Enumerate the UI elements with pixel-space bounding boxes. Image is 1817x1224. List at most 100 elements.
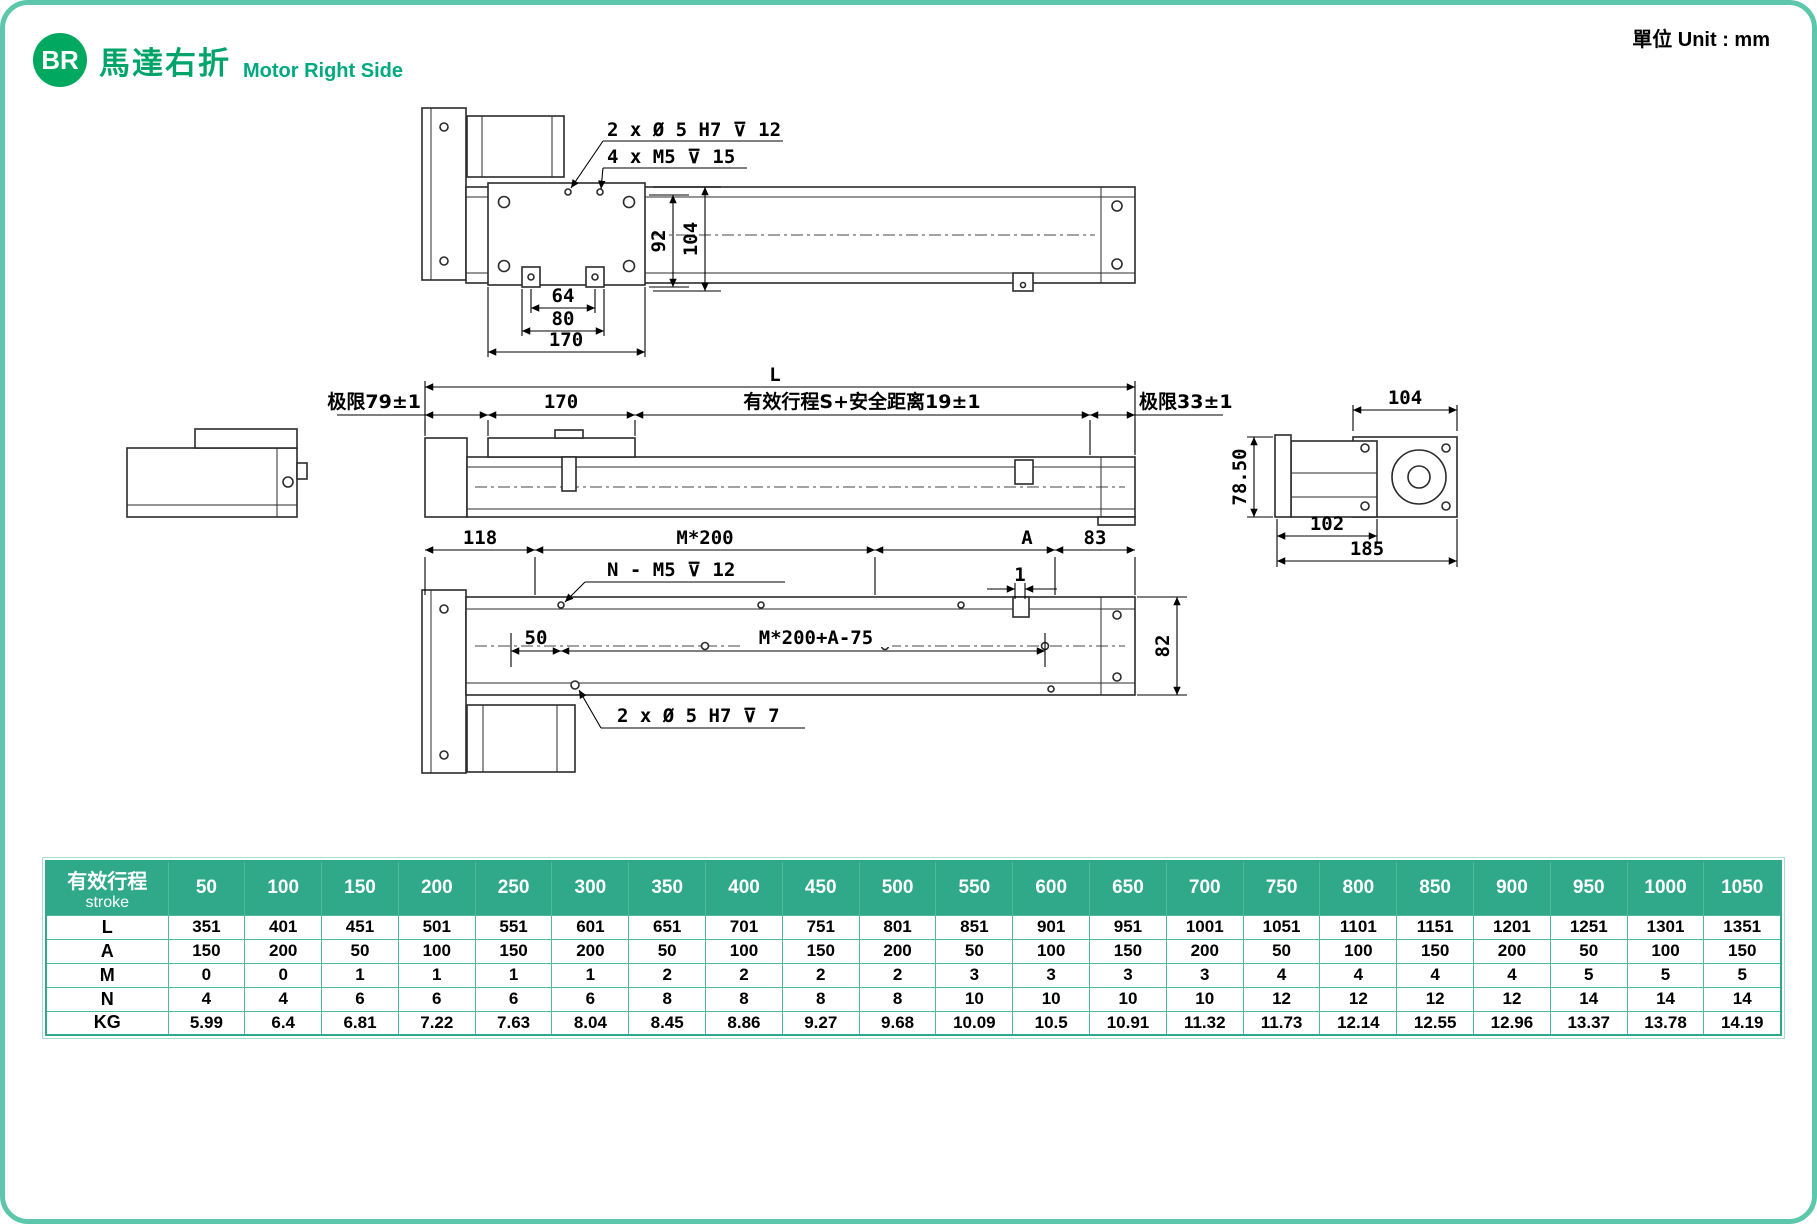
spec-value: 1051 [1242,914,1321,940]
spec-value: 100 [1319,938,1398,964]
spec-value: 1 [321,962,399,988]
spec-value: 5 [1703,962,1782,988]
m5-callout: 4 x M5 ⊽ 15 [607,146,735,168]
stroke-column-header: 1000 [1626,860,1705,916]
spec-value: 351 [167,914,246,940]
spec-value: 10 [1165,986,1244,1012]
spec-value: 12.96 [1473,1010,1551,1036]
spec-value: 8 [781,986,860,1012]
spec-value: 200 [551,938,630,964]
spec-value: 200 [1165,938,1244,964]
spec-value: 150 [474,938,553,964]
stroke-column-header: 300 [551,860,630,916]
spec-value: 200 [244,938,323,964]
spec-value: 50 [1549,938,1628,964]
dim-limit-left: 极限79±1 [327,390,421,413]
dim-82: 82 [1152,635,1174,658]
spec-value: 7.63 [474,1010,553,1036]
page-header: BR 馬達右折 Motor Right Side [33,33,403,87]
spec-value: 6 [551,986,630,1012]
dim-104-end: 104 [1388,387,1422,409]
row-label: A [45,938,169,964]
spec-value: 5 [1549,962,1628,988]
dim-1: 1 [1014,564,1025,586]
spec-value: 1151 [1396,914,1475,940]
spec-value: 12 [1396,986,1475,1012]
spec-value: 5 [1626,962,1705,988]
stroke-column-header: 850 [1396,860,1475,916]
spec-value: 11.73 [1242,1010,1321,1036]
spec-value: 3 [1089,962,1167,988]
dim-limit-right: 极限33±1 [1139,390,1233,413]
dim-A: A [1021,527,1033,549]
spec-value: 2 [628,962,707,988]
stroke-column-header: 150 [321,860,399,916]
spec-value: 12.55 [1396,1010,1475,1036]
spec-value: 401 [244,914,323,940]
spec-value: 8 [705,986,783,1012]
stroke-column-header: 50 [167,860,246,916]
spec-value: 8.86 [705,1010,783,1036]
stroke-column-header: 900 [1473,860,1551,916]
spec-value: 8.45 [628,1010,707,1036]
spec-value: 150 [1703,938,1782,964]
spec-value: 150 [1396,938,1475,964]
spec-value: 3 [935,962,1014,988]
spec-value: 150 [781,938,860,964]
spec-value: 10 [1089,986,1167,1012]
page-title-zh: 馬達右折 [99,45,231,81]
side-view-dimensions: L 极限79±1 170 有效行程S+安全距离19±1 极限33±1 [327,364,1233,455]
spec-value: 1201 [1473,914,1551,940]
spec-value: 3 [1012,962,1091,988]
dim-170-plan: 170 [549,329,583,351]
spec-value: 501 [397,914,476,940]
n-m5-callout: N - M5 ⊽ 12 [607,559,735,581]
dim-102: 102 [1310,513,1344,535]
spec-value: 13.78 [1626,1010,1705,1036]
dim-92: 92 [648,230,670,253]
stroke-column-header: 750 [1242,860,1321,916]
spec-value: 150 [167,938,246,964]
spec-value: 14 [1703,986,1782,1012]
spec-value: 8 [628,986,707,1012]
corner-label-en: stroke [85,893,130,911]
spec-value: 1351 [1703,914,1782,940]
spec-value: 50 [935,938,1014,964]
stroke-column-header: 350 [628,860,707,916]
spec-value: 6 [474,986,553,1012]
spec-value: 4 [1396,962,1475,988]
spec-value: 1101 [1319,914,1398,940]
dim-185: 185 [1350,538,1384,560]
unit-label: 單位 Unit : mm [1632,29,1770,51]
stroke-column-header: 550 [935,860,1014,916]
spec-value: 1001 [1165,914,1244,940]
spec-value: 9.27 [781,1010,860,1036]
spec-value: 2 [705,962,783,988]
spec-value: 951 [1089,914,1167,940]
bottom-view [421,589,1136,774]
dim-L: L [769,364,780,386]
dim-170-side: 170 [544,391,578,413]
plan-view [421,107,1136,292]
stroke-column-header: 950 [1549,860,1628,916]
spec-value: 10 [1012,986,1091,1012]
left-end-view [126,428,308,518]
spec-value: 1 [474,962,553,988]
hole-callout-bottom: 2 x Ø 5 H7 ⊽ 7 [617,705,780,727]
spec-value: 100 [705,938,783,964]
stroke-column-header: 1050 [1703,860,1782,916]
dim-50: 50 [525,627,548,649]
dim-104-plan: 104 [680,222,702,256]
spec-value: 1301 [1626,914,1705,940]
spec-value: 2 [858,962,937,988]
stroke-column-header: 400 [705,860,783,916]
row-label: KG [45,1010,169,1036]
spec-value: 701 [705,914,783,940]
spec-value: 651 [628,914,707,940]
corner-label-zh: 有效行程 [67,870,148,893]
